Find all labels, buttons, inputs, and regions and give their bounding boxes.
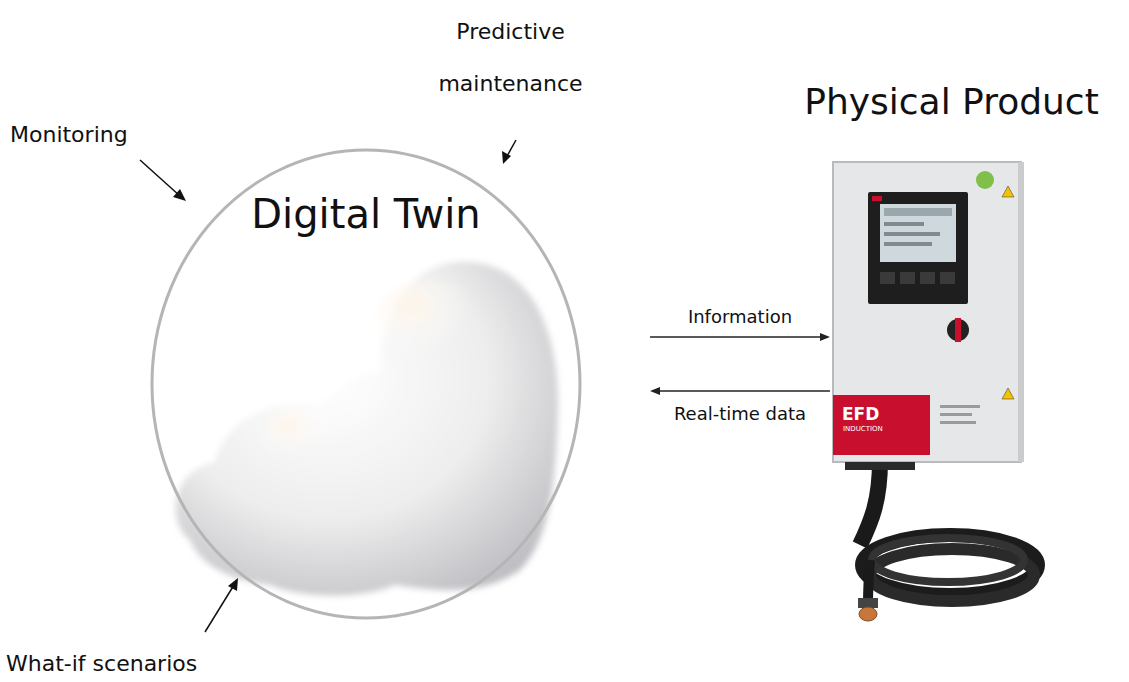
brand-subtext: INDUCTION — [843, 425, 883, 433]
arrow-head — [820, 333, 830, 341]
arrow-head — [650, 387, 660, 395]
arrow-line — [658, 390, 830, 391]
edge-label: Information — [685, 306, 795, 327]
node-title: Digital Twin — [150, 190, 582, 238]
edge-label: Real-time data — [671, 403, 809, 424]
flow-arrow — [650, 333, 830, 341]
twin-blob — [176, 262, 559, 596]
brand-logo: EFD — [842, 404, 879, 424]
arrow-line — [650, 336, 822, 337]
product-node: Physical Product — [778, 80, 1125, 620]
flow-arrow — [650, 387, 830, 395]
node-title: Physical Product — [778, 80, 1125, 123]
callout-label: Monitoring — [10, 122, 128, 148]
callout-label: Predictive maintenance — [428, 6, 593, 110]
callout-label: What-if scenarios — [6, 651, 197, 677]
induction-device — [833, 162, 1038, 621]
twin-circle: Digital Twin — [150, 148, 582, 620]
